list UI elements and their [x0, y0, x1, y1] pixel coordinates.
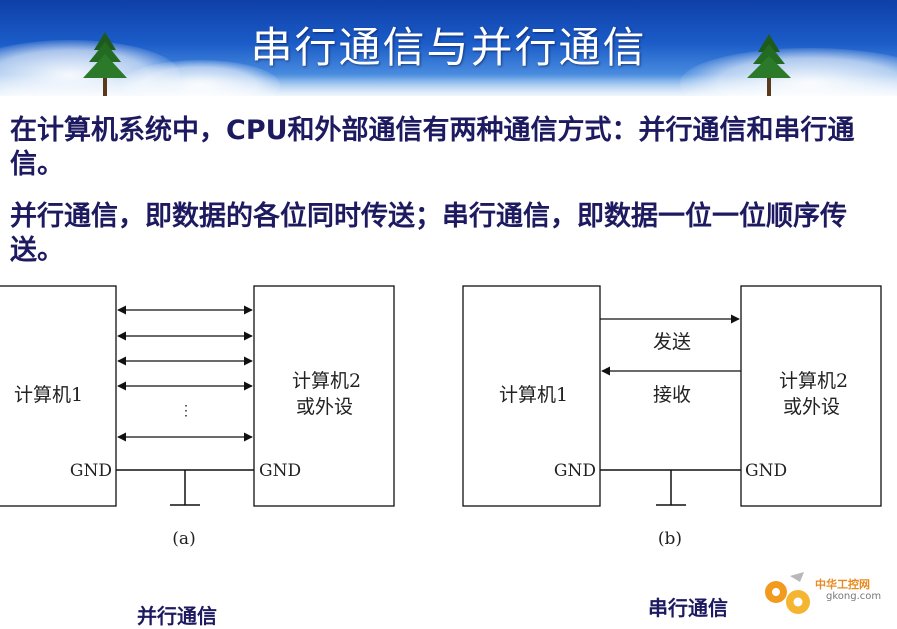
serial-diagram: 发送 接收 计算机1 计算机2 或外设 GND GND (b) [462, 285, 882, 549]
intro-paragraph: 在计算机系统中，CPU和外部通信有两种通信方式：并行通信和串行通信。 [10, 115, 855, 180]
computer2-label: 计算机2 [779, 370, 848, 392]
title-banner: 串行通信与并行通信 [0, 0, 897, 96]
gnd-right-label: GND [745, 461, 787, 481]
computer1-box [462, 285, 601, 507]
peripheral-label: 或外设 [783, 396, 840, 418]
parallel-diagram: ⋮ 计算机1 计算机2 或外设 GND GND (a) [0, 285, 395, 549]
definition-paragraph: 并行通信，即数据的各位同时传送；串行通信，即数据一位一位顺序传送。 [10, 201, 847, 266]
pine-tree-icon [747, 34, 791, 96]
gnd-right-label: GND [259, 461, 301, 481]
computer2-label: 计算机2 [292, 370, 361, 392]
computer2-box [740, 285, 882, 507]
gear-logo-icon [765, 572, 810, 614]
horizon-glow [0, 74, 897, 96]
watermark-url: gkong.com [826, 591, 882, 602]
watermark-site-name: 中华工控网 [815, 578, 870, 591]
receive-label: 接收 [653, 384, 691, 406]
pine-tree-icon [83, 32, 127, 96]
ellipsis-dots: ⋮ [179, 403, 193, 419]
send-label: 发送 [653, 331, 691, 353]
peripheral-label: 或外设 [296, 396, 353, 418]
gnd-left-label: GND [70, 461, 112, 481]
gnd-left-label: GND [554, 461, 596, 481]
slide-title: 串行通信与并行通信 [250, 23, 647, 72]
parallel-caption: 并行通信 [137, 604, 217, 628]
computer1-box [0, 285, 117, 507]
serial-caption: 串行通信 [648, 596, 728, 620]
computer1-label: 计算机1 [499, 384, 568, 406]
figure-label-a: (a) [172, 529, 195, 549]
figure-label-b: (b) [658, 529, 682, 549]
computer1-label: 计算机1 [14, 384, 83, 406]
computer2-box [253, 285, 395, 507]
